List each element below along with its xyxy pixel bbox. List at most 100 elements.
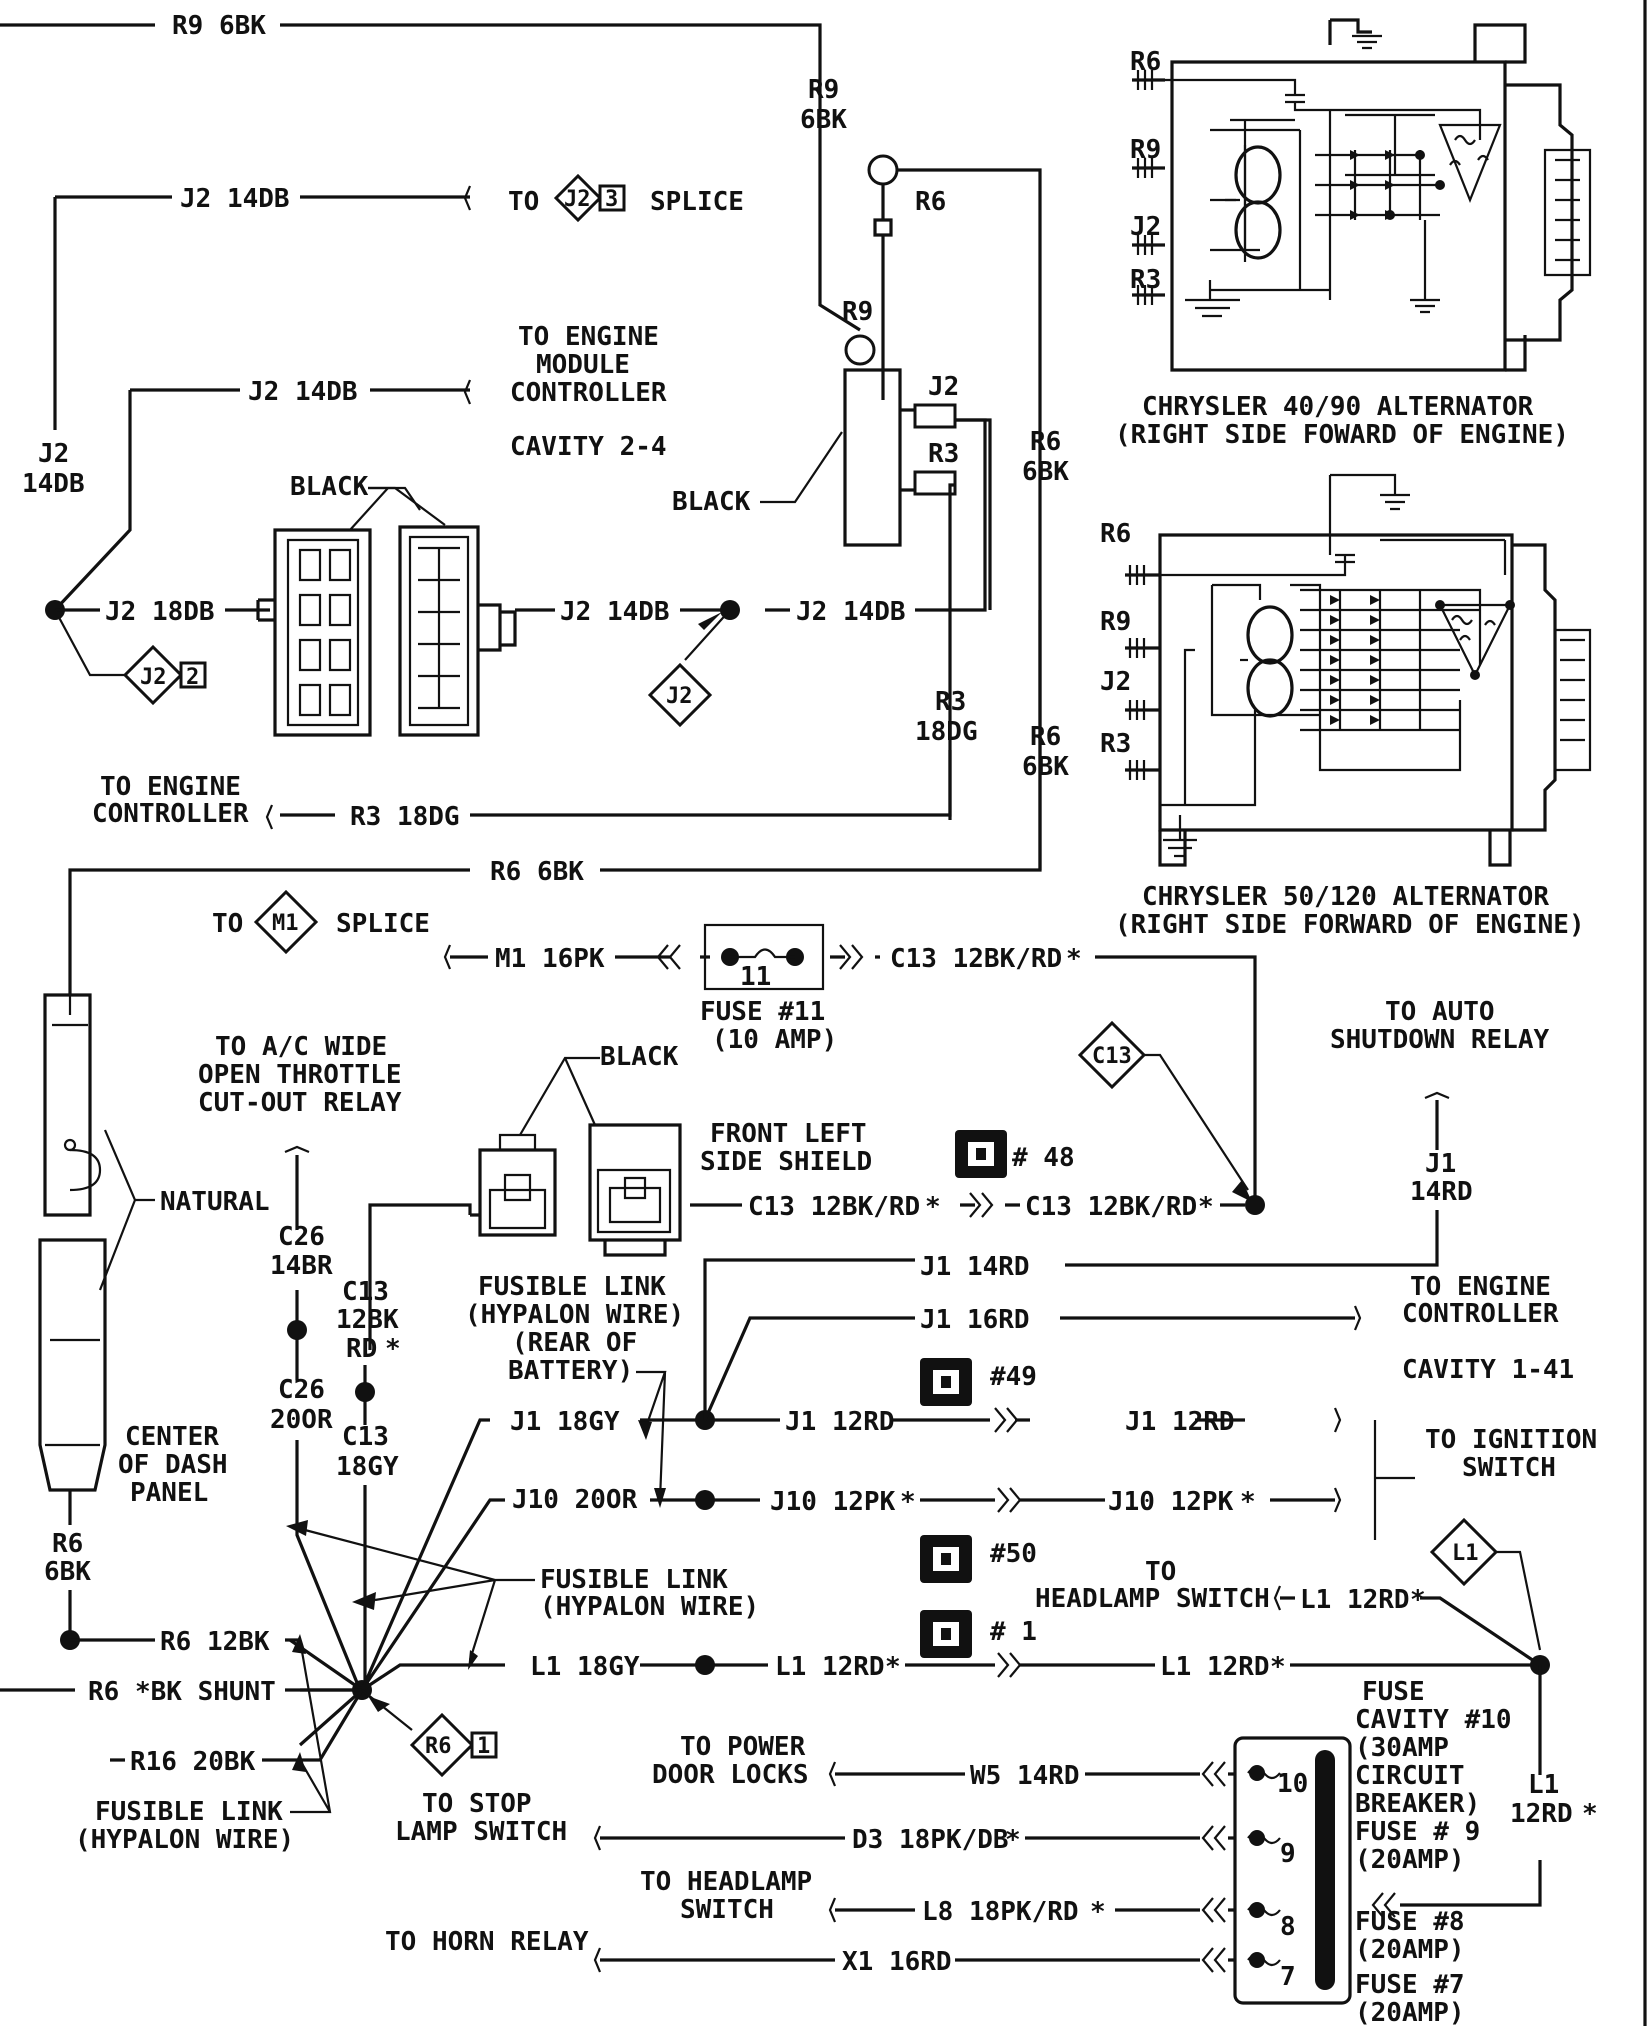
to-auto-shutdown: TO AUTO SHUTDOWN RELAY J1 14RD <box>1065 997 1549 1267</box>
fuse-slot-8: 8 <box>1280 1912 1296 1942</box>
fuse-11-number: 11 <box>740 962 771 992</box>
alt1-r9-label: R9 <box>1130 135 1161 165</box>
fuse-7-rating: (20AMP) <box>1355 1998 1465 2026</box>
fuse-slot-7: 7 <box>1280 1962 1296 1992</box>
j2-18db-label: J2 18DB <box>105 597 215 627</box>
splice-ref-j2-2-num: 2 <box>186 665 199 690</box>
to-engine-controller2-l1: TO ENGINE <box>1410 1272 1551 1302</box>
r9-6bk-wire: R9 6BK R9 6BK <box>0 11 861 332</box>
to-ac-l1: TO A/C WIDE <box>215 1032 387 1062</box>
r6-shunt-label: R6 *BK SHUNT <box>88 1677 276 1707</box>
splice-label: SPLICE <box>650 187 744 217</box>
splice-ref-c13: C13 <box>1092 1044 1132 1069</box>
regulator-r3-term <box>913 470 957 496</box>
r6-6bk-vertical: R6 6BK R6 6BK <box>1022 427 1069 782</box>
m1-fuse11-circuit: TO M1 SPLICE M1 16PK 11 FUSE #11 (10 AMP… <box>212 889 1257 1205</box>
fuse-slot-10: 10 <box>1277 1769 1308 1799</box>
splice-marker-j10-b: * <box>1240 1487 1256 1517</box>
fuse-cavity-l7: (20AMP) <box>1355 1845 1465 1875</box>
splice-ref-j2-3-num: 3 <box>605 187 618 212</box>
splice-ref-m1: M1 <box>272 911 299 936</box>
r9-vertical-label: R9 <box>808 75 839 105</box>
r3-vertical-label: R3 <box>935 687 966 717</box>
fuse-8-rating: (20AMP) <box>1355 1935 1465 1965</box>
regulator-r3-label: R3 <box>928 439 959 469</box>
center-dash-l3: PANEL <box>130 1478 208 1508</box>
j2-vertical-label: J2 <box>38 439 69 469</box>
fuse-slot-9: 9 <box>1280 1839 1296 1869</box>
regulator-r9-label: R9 <box>842 297 873 327</box>
black-connector-pair: BLACK <box>256 472 517 737</box>
connector-48-label: # 48 <box>1012 1143 1075 1173</box>
x1-16rd-label: X1 16RD <box>842 1947 952 1977</box>
cavity-2-4-label: CAVITY 2-4 <box>510 432 667 462</box>
r6-bottom-vertical-label: R6 <box>52 1529 83 1559</box>
j2-14db-label-d: J2 14DB <box>796 597 906 627</box>
fusible-rear-l3: (REAR OF <box>512 1328 637 1358</box>
to-engine-module-l1: TO ENGINE <box>518 322 659 352</box>
fuse-cavity-l3: (30AMP <box>1355 1733 1449 1763</box>
c13-b-label-1: C13 <box>342 1422 389 1452</box>
fuse-cavity-l5: BREAKER) <box>1355 1789 1480 1819</box>
c13-v-label-3: RD <box>346 1334 377 1364</box>
c26-14br-label: 14BR <box>270 1251 333 1281</box>
splice-marker-l1-c: * <box>1410 1585 1426 1615</box>
fuse-block-housing <box>1233 1736 1352 2005</box>
alternator-40-90: R6 R9 J2 R3 CHRYSLER 40/90 ALTERNATOR (R… <box>1115 18 1592 450</box>
r6-6bk-vertical-label-a: 6BK <box>1022 457 1069 487</box>
r16-20bk-label: R16 20BK <box>130 1747 256 1777</box>
j2-14db-label-c: J2 14DB <box>560 597 670 627</box>
connector-50-label: #50 <box>990 1539 1037 1569</box>
l1-18gy-label: L1 18GY <box>530 1652 640 1682</box>
fusible-mid-l1: FUSIBLE LINK <box>540 1565 728 1595</box>
r3-18dg-vertical-label: 18DG <box>915 717 978 747</box>
to-auto-shutdown-l2: SHUTDOWN RELAY <box>1330 1025 1549 1055</box>
splice-dot-c13-v <box>355 1382 375 1402</box>
front-left-l1: FRONT LEFT <box>710 1119 867 1149</box>
l1-12rd-label-b: L1 12RD <box>1160 1652 1270 1682</box>
j1-12rd-label-b: J1 12RD <box>1125 1407 1235 1437</box>
alt1-terminals: R6 R9 J2 R3 <box>1130 47 1165 305</box>
to-engine-module-l3: CONTROLLER <box>510 378 667 408</box>
r9-6bk-label: R9 6BK <box>172 11 266 41</box>
splice-ref-j2: J2 <box>666 684 693 709</box>
splice-marker-j10-a: * <box>900 1487 916 1517</box>
r6-1-stop-lamp: R6 1 TO STOP LAMP SWITCH <box>361 1689 567 1847</box>
to-engine-controller-l2: CONTROLLER <box>92 799 249 829</box>
alt2-r3-label: R3 <box>1100 729 1131 759</box>
splice-marker-c13-b: * <box>1198 1192 1214 1222</box>
black-shield-label: BLACK <box>600 1042 679 1072</box>
fuse-7-label: FUSE #7 <box>1355 1970 1465 2000</box>
l1-vertical-label: L1 <box>1528 1770 1559 1800</box>
natural-connector: NATURAL <box>38 993 270 1525</box>
to-power-door-l2: DOOR LOCKS <box>652 1760 809 1790</box>
fuse-11-label: FUSE #11 <box>700 997 825 1027</box>
splice-marker-c13-a: * <box>925 1192 941 1222</box>
c13-12bk-rd-mid: C13 12BK/RD * C13 12BK/RD * # 48 <box>690 1130 1245 1222</box>
alt2-r6-label: R6 <box>1100 519 1131 549</box>
m1-16pk-label: M1 16PK <box>495 944 605 974</box>
j2-14db-to-splice-3: J2 14DB TO J2 3 SPLICE <box>53 173 744 430</box>
to-power-door-l1: TO POWER <box>680 1732 806 1762</box>
r3-18dg-label: R3 18DG <box>350 802 460 832</box>
cavity-1-41-label: CAVITY 1-41 <box>1402 1355 1574 1385</box>
j10-20or-label: J10 20OR <box>512 1485 638 1515</box>
j10-12pk-label-b: J10 12PK <box>1108 1487 1234 1517</box>
splice-label-m1: SPLICE <box>336 909 430 939</box>
black-connector-label: BLACK <box>290 472 369 502</box>
to-headlamp-l2: HEADLAMP SWITCH <box>1035 1584 1270 1614</box>
alt1-r6-label: R6 <box>1130 47 1161 77</box>
j2-18db-circuit: J2 18DB J2 2 <box>45 597 270 706</box>
fusible-link-middle: FUSIBLE LINK (HYPALON WIRE) <box>286 1520 759 1670</box>
natural-label: NATURAL <box>160 1187 270 1217</box>
splice-marker-l1-a: * <box>885 1652 901 1682</box>
front-left-side-shield: FRONT LEFT SIDE SHIELD BLACK <box>368 1042 872 1350</box>
r6-6bk-bottom-label: 6BK <box>44 1557 91 1587</box>
r3-18dg-circuit: R3 18DG R3 18DG TO ENGINE CONTROLLER <box>92 687 978 832</box>
splice-marker-l8: * <box>1090 1897 1106 1927</box>
c26-20or-label: 20OR <box>270 1405 333 1435</box>
to-auto-shutdown-l1: TO AUTO <box>1385 997 1495 1027</box>
alt1-j2-label: J2 <box>1130 212 1161 242</box>
j1-14rd-label: J1 14RD <box>920 1252 1030 1282</box>
